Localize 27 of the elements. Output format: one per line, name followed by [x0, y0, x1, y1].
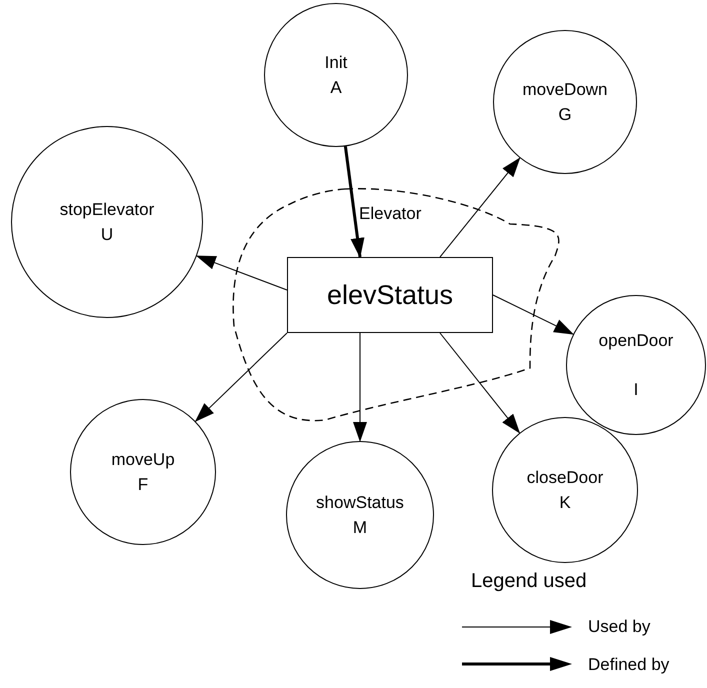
data-box	[287, 257, 493, 333]
node-label: M	[352, 517, 368, 538]
node-label: openDoor	[598, 330, 674, 351]
node-label: closeDoor	[526, 466, 604, 488]
legend-label: Used by	[588, 616, 650, 638]
node-label: G	[558, 104, 572, 126]
node-label: stopElevator	[60, 198, 154, 220]
node-label: Elevator	[359, 203, 422, 224]
node-label: Init	[324, 52, 348, 73]
arrow	[196, 255, 288, 290]
arrow	[194, 332, 288, 422]
arrow	[440, 157, 520, 258]
arrow	[344, 146, 364, 258]
node-label: elevStatus	[326, 282, 454, 308]
node-label: F	[138, 474, 148, 496]
arrow	[492, 294, 574, 335]
node-label: moveUp	[111, 448, 175, 470]
node-label: K	[559, 492, 571, 514]
node-label: showStatus	[316, 492, 404, 513]
node-label: moveDown	[522, 78, 608, 100]
legend-title: Legend used	[471, 569, 587, 594]
node-label: I	[634, 379, 638, 400]
node-label: A	[330, 77, 342, 98]
arrow	[353, 332, 367, 442]
arrow	[440, 332, 520, 434]
legend-label: Defined by	[588, 654, 670, 676]
node-label: U	[100, 224, 114, 246]
